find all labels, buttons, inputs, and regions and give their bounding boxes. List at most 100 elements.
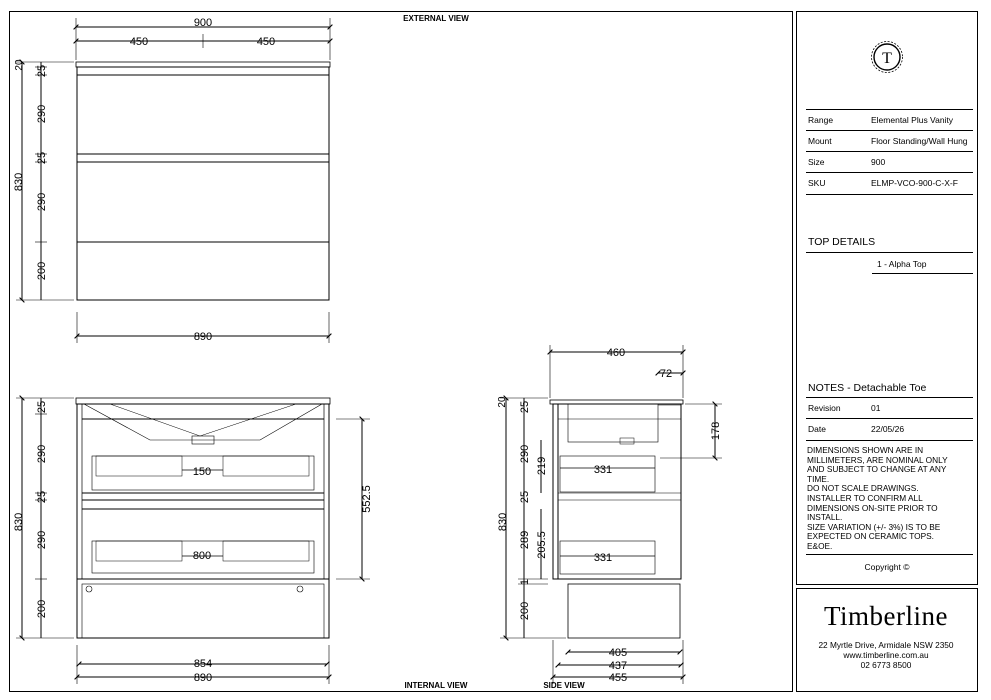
- dim-178: 178: [710, 422, 722, 440]
- dim-290-side: 290: [519, 445, 531, 463]
- dim-150: 150: [193, 466, 211, 478]
- spec-row-size: Size 900: [806, 152, 974, 172]
- drawing-border: [9, 11, 793, 692]
- internal-view-labels: 150 800 854 890 552.5 830 25 290 25 290 …: [13, 401, 373, 684]
- table-rule: [806, 130, 973, 131]
- side-waste: [619, 437, 635, 445]
- side-basin: [567, 403, 659, 443]
- benchtop: [75, 61, 331, 68]
- dim-200-int: 200: [36, 600, 48, 618]
- company-name: Timberline: [823, 601, 948, 631]
- company-address: 22 Myrtle Drive, Armidale NSW 2350: [818, 640, 954, 650]
- side-drawer1: [559, 455, 656, 493]
- company-block-border: [796, 588, 978, 692]
- basin-inner: [109, 403, 297, 437]
- drawer1-insert-left: [95, 455, 183, 477]
- dim-205-5-side: 205.5: [536, 531, 548, 559]
- dim-800: 800: [193, 550, 211, 562]
- dim-200-side: 200: [519, 602, 531, 620]
- date-label: Date: [808, 424, 826, 434]
- dim-25-mid-front: 25: [36, 152, 48, 164]
- dim-72: 72: [660, 368, 672, 380]
- dim-830-front: 830: [13, 173, 25, 191]
- table-rule: [806, 194, 973, 195]
- dim-20-side: 20: [497, 396, 508, 408]
- dim-450-right: 450: [257, 36, 275, 48]
- drawer2-insert-left: [95, 540, 183, 562]
- dim-331-2: 331: [594, 552, 612, 564]
- dim-455: 455: [609, 672, 627, 684]
- drawer1-box: [91, 455, 315, 491]
- drawer2-insert-right: [222, 540, 310, 562]
- toe-kick: [81, 583, 325, 639]
- dim-290-front-1: 290: [36, 105, 48, 123]
- cabinet-body: [76, 66, 330, 301]
- dim-290-front-2: 290: [36, 193, 48, 211]
- spec-label: Size: [808, 157, 825, 167]
- spec-value: Floor Standing/Wall Hung: [871, 136, 968, 146]
- basin-waste: [191, 435, 215, 445]
- top-details-item: 1 - Alpha Top: [877, 259, 927, 269]
- dim-1-side: 1: [519, 579, 531, 585]
- notes-heading: NOTES - Detachable Toe: [808, 382, 927, 394]
- side-view: [500, 345, 722, 684]
- disclaimer-notes: DIMENSIONS SHOWN ARE IN MILLIMETERS, ARE…: [807, 445, 948, 551]
- leg-adjuster: [85, 585, 93, 593]
- table-rule: [806, 252, 973, 253]
- dim-25-top-front: 25: [36, 65, 48, 77]
- dim-450-left: 450: [130, 36, 148, 48]
- basin-outline: [83, 403, 323, 441]
- company-website[interactable]: www.timberline.com.au: [843, 650, 929, 660]
- title-block-border: [796, 11, 978, 585]
- spec-row-mount: Mount Floor Standing/Wall Hung: [806, 131, 974, 151]
- spec-row-range: Range Elemental Plus Vanity: [806, 110, 974, 130]
- drawer2-box: [91, 540, 315, 574]
- dim-890-front: 890: [194, 331, 212, 343]
- spec-value: 900: [871, 157, 886, 167]
- dim-25-mid-int: 25: [36, 491, 48, 503]
- table-rule: [806, 151, 973, 152]
- dim-890-int: 890: [194, 672, 212, 684]
- dim-289-side: 289: [519, 531, 531, 549]
- table-rule: [806, 440, 973, 441]
- revision-label: Revision: [808, 403, 841, 413]
- spec-label: Mount: [808, 136, 832, 146]
- table-rule: [806, 554, 973, 555]
- table-rule: [806, 397, 973, 398]
- dim-290-int-2: 290: [36, 531, 48, 549]
- side-drawer2: [559, 540, 656, 575]
- dim-200-front: 200: [36, 262, 48, 280]
- top-details-heading: TOP DETAILS: [808, 236, 876, 248]
- spec-value: Elemental Plus Vanity: [871, 115, 954, 125]
- side-benchtop: [549, 399, 684, 405]
- dim-290-int-1: 290: [36, 445, 48, 463]
- dim-20-front: 20: [14, 59, 25, 71]
- dim-25-mid-side: 25: [519, 491, 531, 503]
- spec-row-sku: SKU ELMP-VCO-900-C-X-F: [806, 173, 974, 193]
- side-view-title: SIDE VIEW: [543, 681, 585, 690]
- date-value: 22/05/26: [871, 424, 905, 434]
- side-cabinet: [552, 403, 682, 580]
- timberline-seal-logo: T: [871, 41, 903, 73]
- internal-cabinet-body: [76, 403, 330, 639]
- dim-437: 437: [609, 660, 627, 672]
- external-view: [16, 18, 333, 343]
- dim-830-side: 830: [497, 513, 509, 531]
- spec-label: Range: [808, 115, 834, 125]
- drawer1-insert-right: [222, 455, 310, 477]
- dim-552-5: 552.5: [361, 485, 373, 513]
- dim-460: 460: [607, 347, 625, 359]
- external-view-title: EXTERNAL VIEW: [403, 14, 469, 23]
- side-view-labels: 460 72 178 331 331 405 437 455 830 20 25…: [497, 347, 722, 684]
- leg-adjuster: [296, 585, 304, 593]
- table-rule: [872, 273, 973, 274]
- internal-benchtop: [75, 397, 331, 405]
- revision-value: 01: [871, 403, 881, 413]
- side-toe: [567, 583, 681, 639]
- revision-row: Revision 01: [806, 398, 974, 418]
- logo-letter: T: [882, 50, 892, 67]
- company-phone: 02 6773 8500: [860, 660, 912, 670]
- dim-405: 405: [609, 647, 627, 659]
- table-rule: [806, 109, 973, 110]
